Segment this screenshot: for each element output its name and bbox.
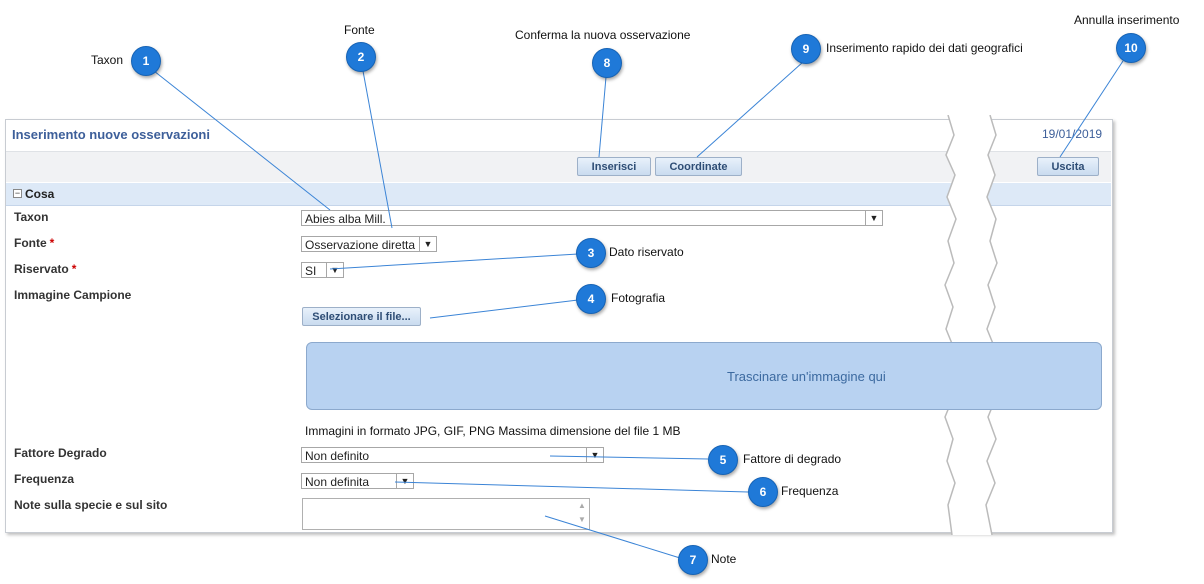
callout-text-10: Annulla inserimento <box>1074 13 1180 27</box>
callout-line-2 <box>362 70 393 229</box>
immagine-label: Immagine Campione <box>14 288 132 302</box>
insert-button[interactable]: Inserisci <box>577 157 651 176</box>
required-mark: * <box>49 236 55 250</box>
callout-badge-10: 10 <box>1116 33 1146 63</box>
frequenza-label: Frequenza <box>14 472 75 486</box>
callout-badge-5: 5 <box>708 445 738 475</box>
image-dropzone[interactable]: Trascinare un'immagine qui <box>306 342 1102 410</box>
taxon-select[interactable]: Abies alba Mill. ▼ <box>301 210 883 226</box>
callout-line-6 <box>394 481 749 493</box>
callout-text-5: Fattore di degrado <box>743 452 842 466</box>
chevron-down-icon[interactable]: ▼ <box>586 448 603 462</box>
section-header-cosa[interactable]: − Cosa <box>6 183 1111 206</box>
date-label: 19/01/2019 <box>1042 127 1103 141</box>
scrollbar[interactable]: ▲▼ <box>578 501 586 524</box>
callout-text-6: Frequenza <box>781 484 839 498</box>
riservato-select[interactable]: SI ▼ <box>301 262 344 278</box>
callout-line-8 <box>598 76 607 158</box>
callout-badge-7: 7 <box>678 545 708 575</box>
callout-badge-9: 9 <box>791 34 821 64</box>
callout-line-3 <box>329 253 579 270</box>
required-mark: * <box>71 262 77 276</box>
callout-badge-2: 2 <box>346 42 376 72</box>
section-title: Cosa <box>25 187 55 201</box>
chevron-down-icon[interactable]: ▼ <box>419 237 436 251</box>
callout-line-10 <box>1059 60 1124 158</box>
frequenza-select[interactable]: Non definita ▼ <box>301 473 414 489</box>
callout-badge-3: 3 <box>576 238 606 268</box>
riservato-label: Riservato* <box>14 262 76 276</box>
exit-button[interactable]: Uscita <box>1037 157 1099 176</box>
chevron-down-icon[interactable]: ▼ <box>396 474 413 488</box>
callout-line-5 <box>549 455 709 460</box>
chevron-down-icon[interactable]: ▼ <box>865 211 882 225</box>
coordinates-button[interactable]: Coordinate <box>655 157 742 176</box>
callout-text-9: Inserimento rapido dei dati geografici <box>826 41 1023 55</box>
degrado-label: Fattore Degrado <box>14 446 107 460</box>
taxon-label: Taxon <box>14 210 49 224</box>
callout-line-4 <box>429 299 579 319</box>
riservato-value: SI <box>305 264 317 278</box>
collapse-icon[interactable]: − <box>13 188 22 198</box>
callout-badge-1: 1 <box>131 46 161 76</box>
callout-badge-4: 4 <box>576 284 606 314</box>
torn-edge <box>944 115 998 535</box>
callout-text-2: Fonte <box>344 23 375 37</box>
note-textarea[interactable]: ▲▼ <box>302 498 590 530</box>
page-title: Inserimento nuove osservazioni <box>12 127 210 142</box>
callout-line-1 <box>153 70 331 211</box>
select-file-button[interactable]: Selezionare il file... <box>302 307 421 326</box>
fonte-label: Fonte* <box>14 236 54 250</box>
toolbar <box>6 151 1111 182</box>
callout-line-9 <box>696 61 804 158</box>
fonte-value: Osservazione diretta <box>305 238 416 252</box>
callout-line-7 <box>544 515 681 559</box>
frequenza-value: Non definita <box>305 475 370 489</box>
callout-text-7: Note <box>711 552 737 566</box>
fonte-label-text: Fonte <box>14 236 47 250</box>
callout-text-4: Fotografia <box>611 291 666 305</box>
chevron-down-icon[interactable]: ▼ <box>326 263 343 277</box>
callout-badge-8: 8 <box>592 48 622 78</box>
taxon-value: Abies alba Mill. <box>305 212 386 226</box>
callout-text-1: Taxon <box>91 53 124 67</box>
riservato-label-text: Riservato <box>14 262 69 276</box>
callout-badge-6: 6 <box>748 477 778 507</box>
degrado-select[interactable]: Non definito ▼ <box>301 447 604 463</box>
callout-text-3: Dato riservato <box>609 245 684 259</box>
dropzone-text: Trascinare un'immagine qui <box>727 369 886 384</box>
note-label: Note sulla specie e sul sito <box>14 498 168 512</box>
degrado-value: Non definito <box>305 449 370 463</box>
fonte-select[interactable]: Osservazione diretta ▼ <box>301 236 437 252</box>
image-format-hint: Immagini in formato JPG, GIF, PNG Massim… <box>305 424 681 438</box>
callout-text-8: Conferma la nuova osservazione <box>515 28 691 42</box>
